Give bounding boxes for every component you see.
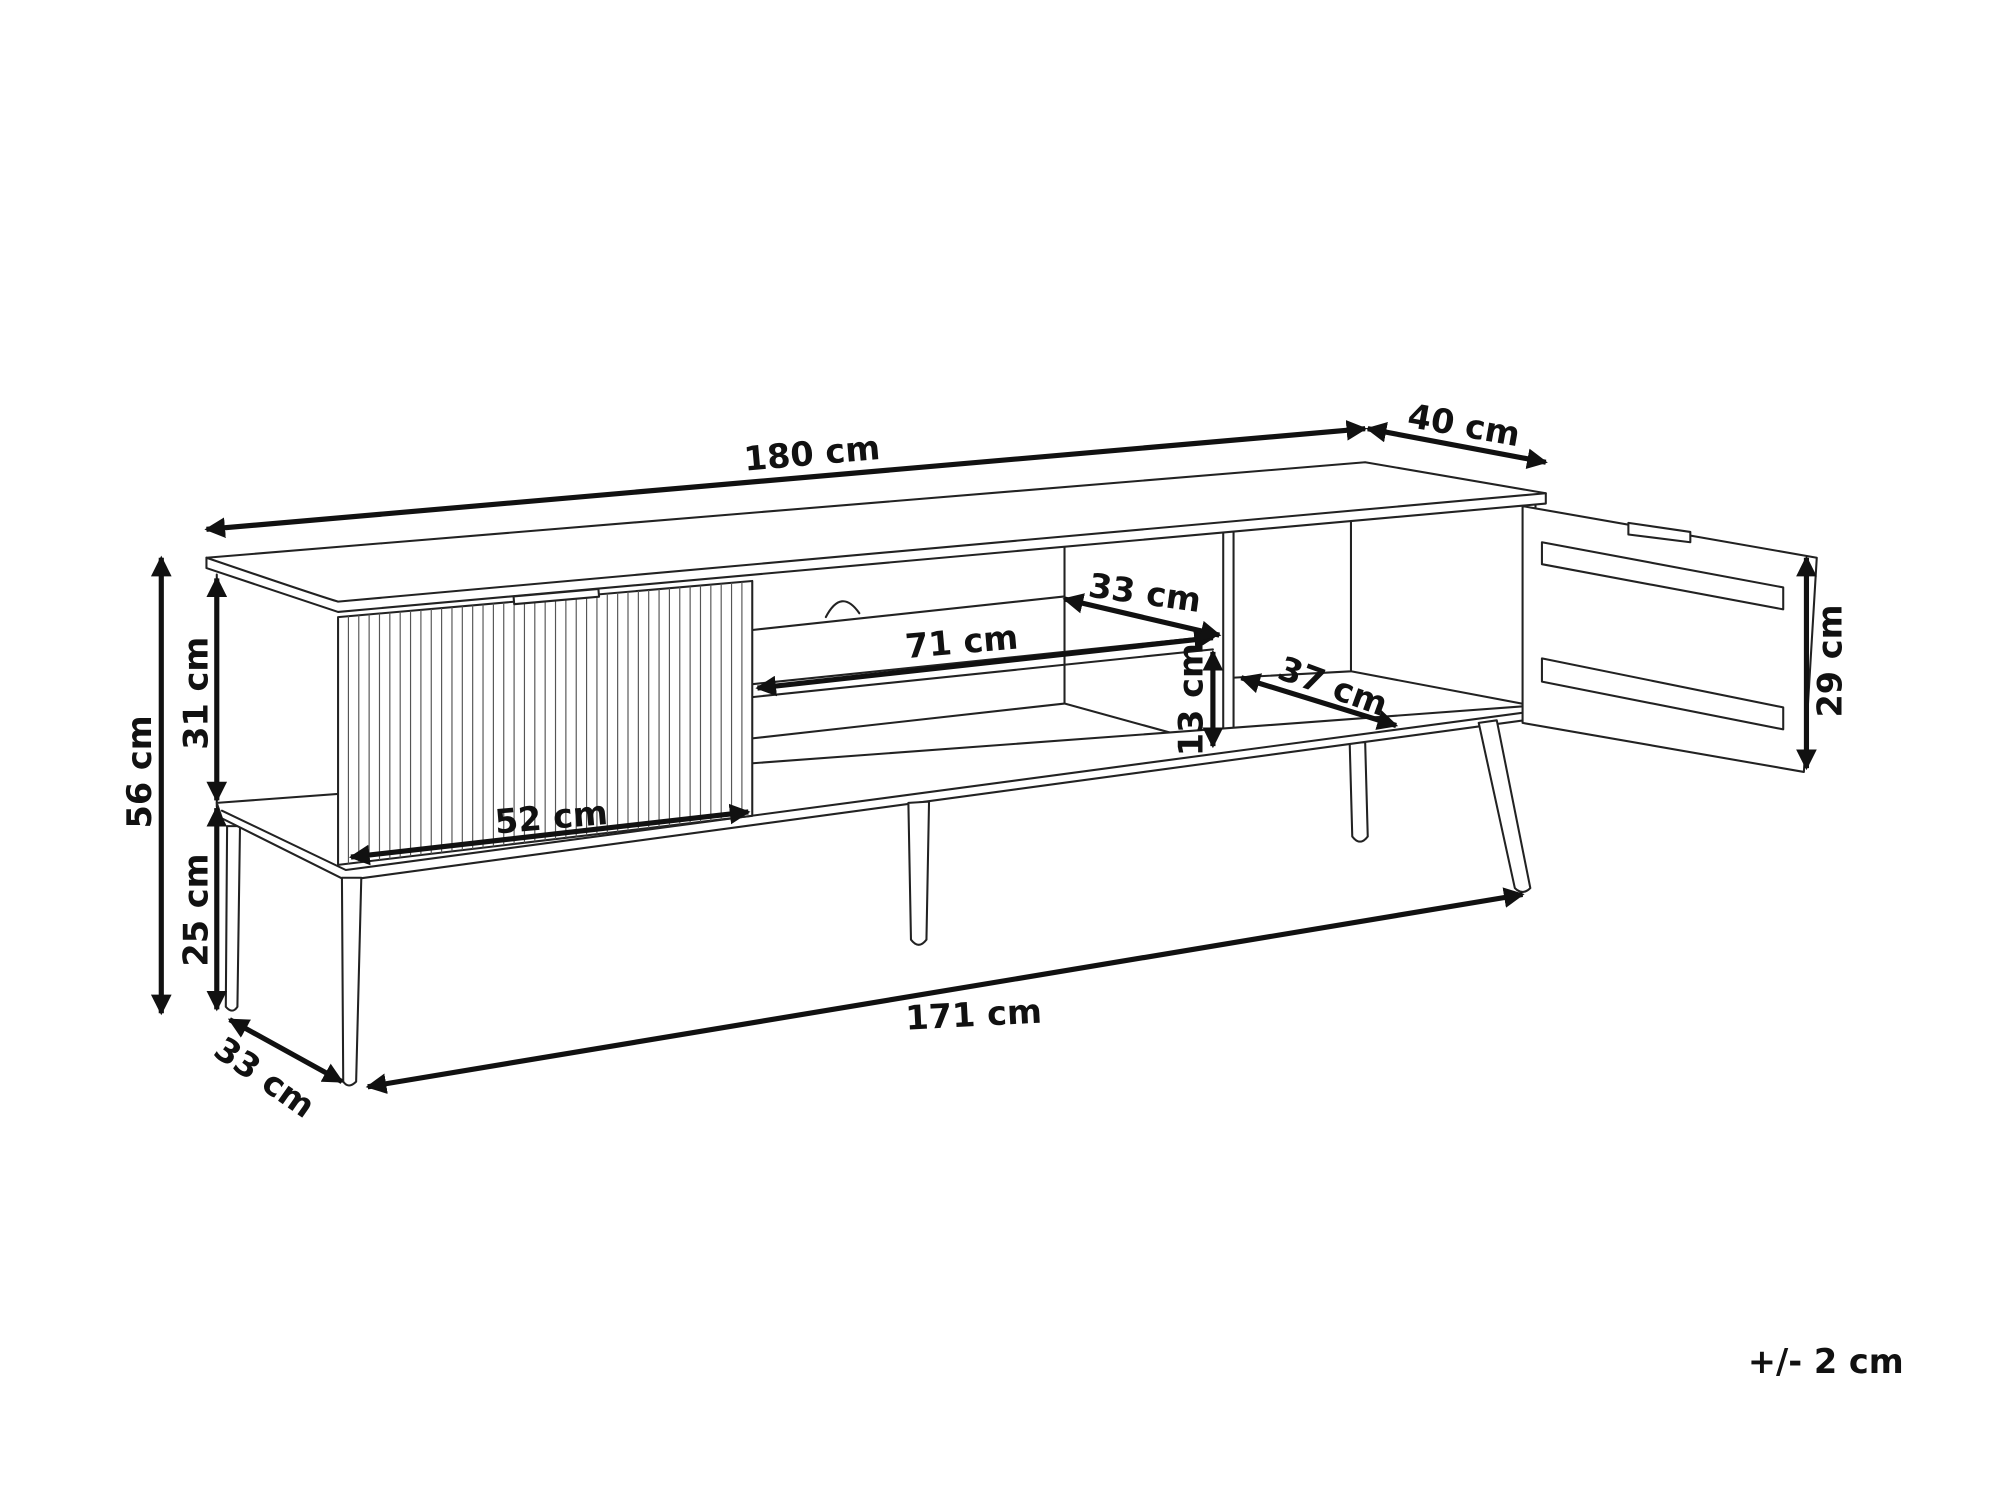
arrow-total-width [204,420,1368,539]
leg-front-center [907,800,931,946]
divider-panel [1222,529,1235,748]
leg-front-left [340,876,363,1087]
label-leg-height: 25 cm [177,853,216,966]
door-handle [512,587,601,606]
label-shelf-depth: 33 cm [1086,566,1203,620]
arrow-depth [1365,422,1548,469]
label-leg-depth: 33 cm [207,1029,322,1126]
leg-front-right [1477,719,1532,893]
arrow-leg-width [365,887,1525,1094]
tolerance-note: +/- 2 cm [1748,1342,1904,1381]
label-cabinet-depth: 37 cm [1273,649,1393,724]
leg-back-right [1348,741,1369,843]
arrow-cabinet-depth [1239,673,1399,730]
door-flutes [347,581,743,864]
arrow-shelf-width [755,629,1215,697]
door-latch [1627,521,1692,544]
label-leg-width: 171 cm [904,992,1042,1038]
furniture-outline [205,461,1818,1087]
label-cabinet-height: 29 cm [1810,604,1849,717]
arrow-shelf-depth [1062,593,1222,641]
arrow-leg-depth [227,1017,344,1084]
cable-hole [824,600,861,619]
top-slab [205,461,1547,613]
label-total-height: 56 cm [120,715,159,828]
label-body-height: 31 cm [177,637,216,750]
door-rail-bottom [1540,657,1785,731]
label-shelf-height: 13 cm [1172,643,1211,756]
door-rail-top [1540,541,1785,611]
arrow-door-width [348,803,751,866]
dimension-arrows [150,420,1817,1094]
leg-back-left [224,825,242,1012]
